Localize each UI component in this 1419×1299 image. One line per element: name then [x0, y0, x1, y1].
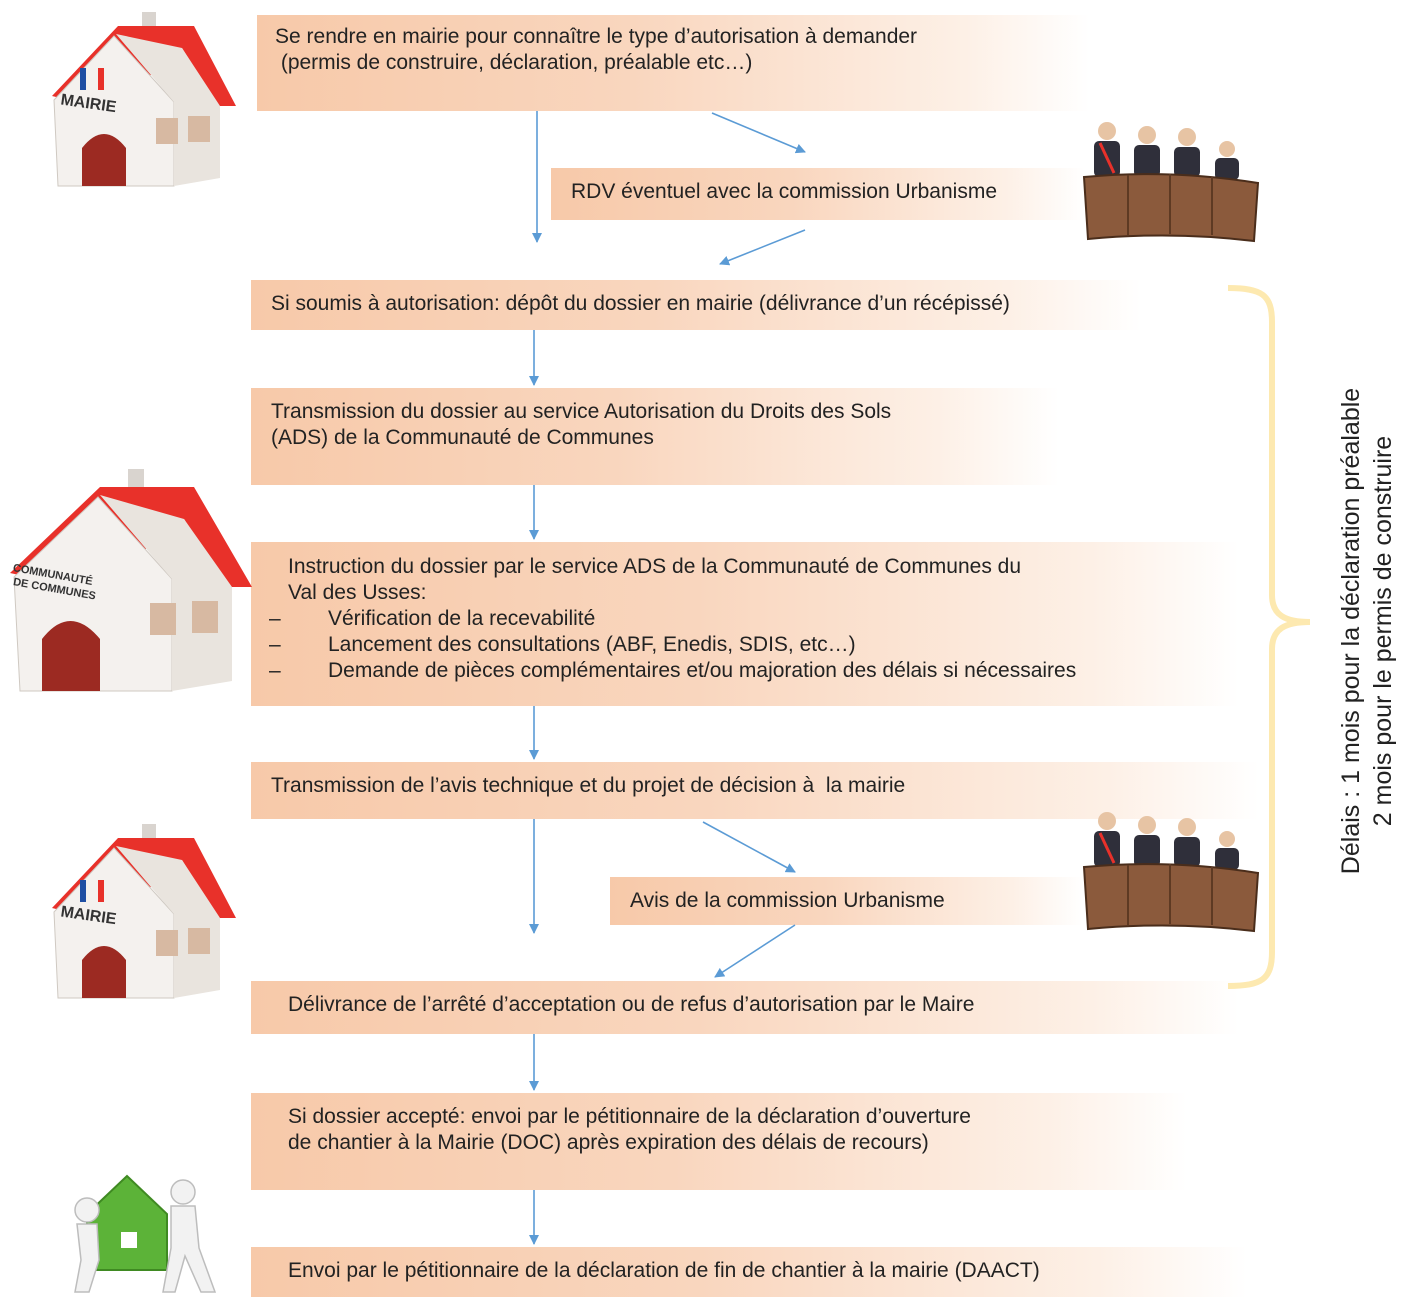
arrow-rdv-to-step2 — [719, 229, 806, 266]
step-2-text: Si soumis à autorisation: dépôt du dossi… — [271, 292, 1010, 315]
step-6-text: Délivrance de l’arrêté d’acceptation ou … — [288, 993, 975, 1016]
delay-brace — [1227, 285, 1311, 989]
step-4-bullet-list: – Vérification de la recevabilité – Lancem… — [251, 606, 1239, 684]
mairie-house-illustration-bottom: MAIRIE — [52, 824, 236, 999]
carrying-house-illustration — [74, 1174, 217, 1293]
rdv-commission-box: RDV éventuel avec la commission Urbanism… — [551, 168, 1085, 220]
step-1-line-1: Se rendre en mairie pour connaître le ty… — [275, 25, 918, 48]
delay-note-line-2: 2 mois pour le permis de construire — [1369, 435, 1397, 827]
commission-bench-illustration-top — [1082, 122, 1260, 243]
commission-bench-illustration-bottom — [1082, 812, 1260, 933]
bullet-item: – Lancement des consultations (ABF, Enedi… — [251, 632, 1239, 658]
step-3-box: Transmission du dossier au service Autor… — [251, 388, 1059, 485]
step-3-line-2: (ADS) de la Communauté de Communes — [271, 426, 654, 449]
mairie-house-illustration-top: MAIRIE — [52, 12, 236, 187]
step-5-box: Transmission de l’avis technique et du p… — [251, 762, 1259, 819]
step-7-box: Si dossier accepté: envoi par le pétitio… — [251, 1093, 1187, 1190]
communaute-house-illustration: COMMUNAUTÉ DE COMMUNES — [10, 469, 252, 692]
step-4-line-1: Instruction du dossier par le service AD… — [288, 555, 1022, 578]
bullet-dash: – — [269, 633, 281, 656]
delay-note-line-1: Délais : 1 mois pour la déclaration préa… — [1337, 387, 1365, 875]
step-1-line-2: (permis de construire, déclaration, préa… — [275, 51, 753, 74]
avis-commission-text: Avis de la commission Urbanisme — [630, 889, 945, 912]
bullet-item: – Vérification de la recevabilité — [251, 606, 1239, 632]
bullet-text: Demande de pièces complémentaires et/ou … — [328, 659, 1077, 682]
bullet-dash: – — [269, 607, 281, 630]
step-7-line-1: Si dossier accepté: envoi par le pétitio… — [288, 1105, 971, 1128]
avis-commission-box: Avis de la commission Urbanisme — [610, 877, 1083, 925]
bullet-text: Lancement des consultations (ABF, Enedis… — [328, 633, 856, 656]
rdv-commission-text: RDV éventuel avec la commission Urbanism… — [571, 180, 997, 203]
step-4-box: Instruction du dossier par le service AD… — [251, 542, 1239, 706]
bullet-dash: – — [269, 659, 281, 682]
step-3-line-1: Transmission du dossier au service Autor… — [271, 400, 892, 423]
step-1-box: Se rendre en mairie pour connaître le ty… — [257, 15, 1090, 111]
step-7-line-2: de chantier à la Mairie (DOC) après expi… — [288, 1131, 929, 1154]
delay-note: Délais : 1 mois pour la déclaration préa… — [1335, 388, 1399, 874]
step-5-text: Transmission de l’avis technique et du p… — [271, 774, 906, 797]
bullet-item: – Demande de pièces complémentaires et/ou… — [251, 658, 1239, 684]
bullet-text: Vérification de la recevabilité — [328, 607, 596, 630]
step-4-line-2: Val des Usses: — [288, 581, 427, 604]
step-8-text: Envoi par le pétitionnaire de la déclara… — [288, 1259, 1040, 1282]
step-8-box: Envoi par le pétitionnaire de la déclara… — [251, 1247, 1247, 1297]
step-6-box: Délivrance de l’arrêté d’acceptation ou … — [251, 981, 1239, 1034]
arrow-step5-to-avis — [702, 821, 796, 873]
arrow-avis-to-step6 — [714, 924, 796, 978]
step-2-box: Si soumis à autorisation: dépôt du dossi… — [251, 280, 1141, 330]
arrow-step1-to-rdv — [711, 112, 806, 154]
